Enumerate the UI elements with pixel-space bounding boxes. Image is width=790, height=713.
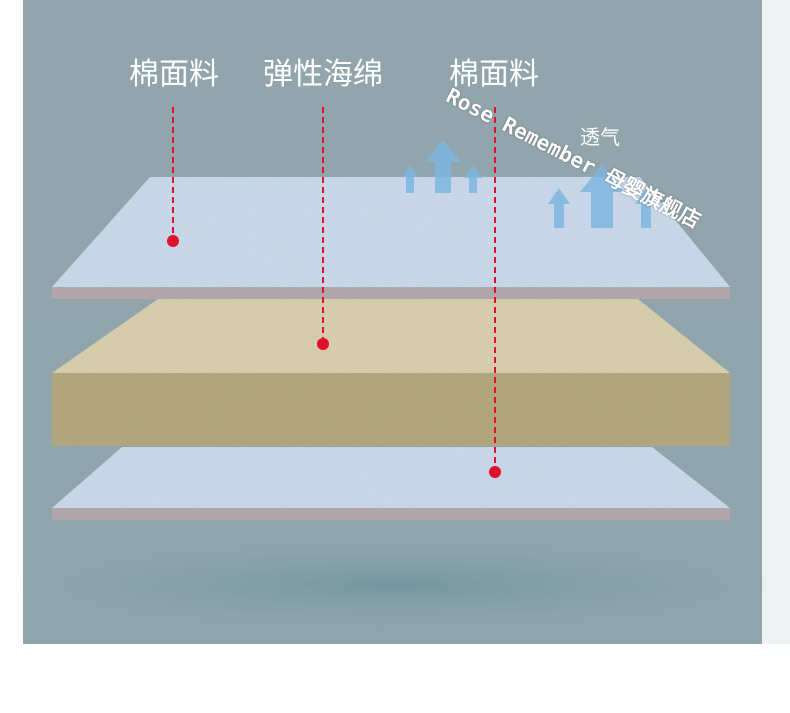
pointer-sponge xyxy=(317,107,329,350)
bottom-fabric-top-face xyxy=(52,447,730,508)
bottom-fabric-edge xyxy=(52,508,730,520)
label-top-fabric: 棉面料 xyxy=(129,57,219,92)
arrow-up-icon xyxy=(548,188,570,228)
right-edge-strip xyxy=(762,0,790,644)
floor-shadow xyxy=(15,540,775,630)
arrow-up-icon xyxy=(580,165,624,228)
sponge-top-face xyxy=(52,299,730,373)
pointer-top-fabric xyxy=(167,107,179,247)
sponge-front-face xyxy=(52,373,730,446)
breathable-arrows xyxy=(402,140,657,228)
arrow-up-icon xyxy=(425,140,461,193)
top-fabric-edge xyxy=(52,287,730,299)
label-breathable: 透气 xyxy=(580,125,620,149)
sponge-layer xyxy=(52,299,730,446)
bottom-fabric-layer xyxy=(52,447,730,520)
label-bottom-fabric: 棉面料 xyxy=(449,57,539,92)
arrow-up-icon xyxy=(464,165,482,193)
pointer-bottom-fabric xyxy=(489,107,501,478)
arrow-up-icon xyxy=(635,188,657,228)
arrow-up-icon xyxy=(402,165,418,193)
label-sponge: 弹性海绵 xyxy=(263,57,383,92)
